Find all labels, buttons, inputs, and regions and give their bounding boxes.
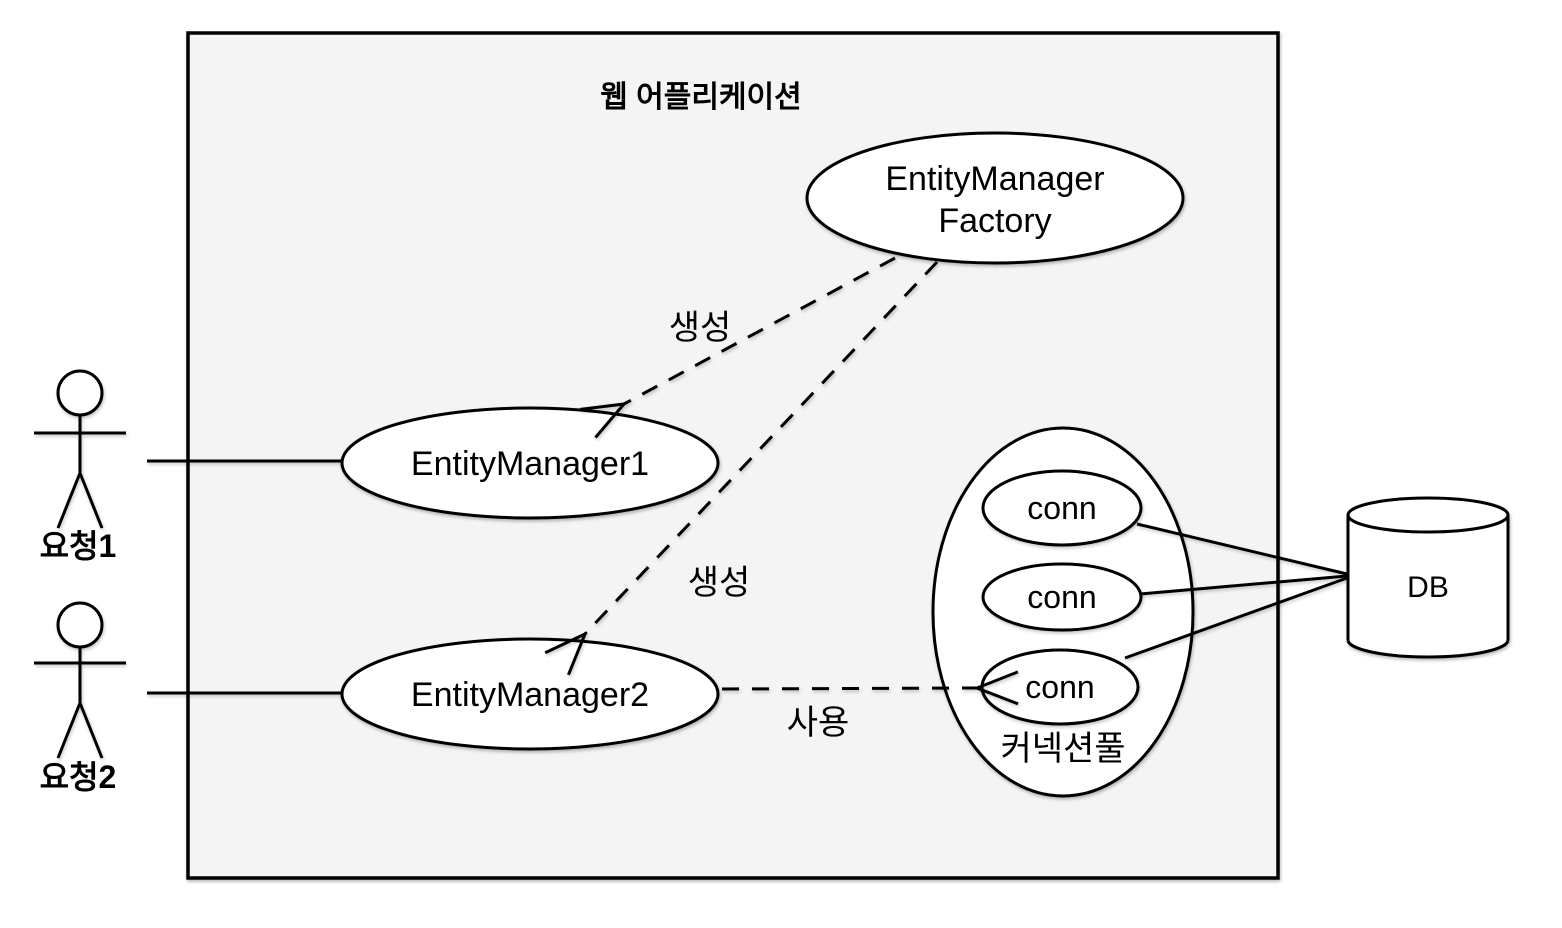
actor2-head <box>56 601 104 649</box>
node-entitymanager-factory <box>805 131 1185 265</box>
node-conn2 <box>981 562 1143 632</box>
actor-request1: 요청1 <box>34 369 126 564</box>
edge-create-em1-label: 생성 <box>669 309 732 347</box>
conn2-label: conn <box>1027 579 1096 615</box>
edge-use-label: 사용 <box>787 704 850 742</box>
actor1-head <box>56 369 104 417</box>
actor-request2: 요청2 <box>34 601 126 795</box>
edge-create-em1 <box>624 256 896 404</box>
db-cylinder-body <box>1346 496 1510 659</box>
node-db: DB <box>1346 496 1510 659</box>
actor1-body <box>34 415 126 529</box>
factory-label-line1: EntityManager <box>885 160 1104 198</box>
edge-conn1-db <box>1136 522 1348 576</box>
db-cylinder-rim <box>1346 514 1510 534</box>
conn1-label: conn <box>1027 490 1096 526</box>
edge-create-em2 <box>585 260 939 634</box>
actor1-label: 요청1 <box>40 528 117 564</box>
edge-conn3-db <box>1124 576 1348 660</box>
edge-use <box>721 688 977 689</box>
conn3-label: conn <box>1025 669 1094 705</box>
db-label: DB <box>1407 571 1449 604</box>
boundary-title: 웹 어플리케이션 <box>600 81 802 114</box>
actor2-body <box>34 647 126 759</box>
pool-label: 커넥션풀 <box>1000 730 1125 768</box>
em2-label: EntityManager2 <box>411 676 649 714</box>
edge-conn2-db <box>1139 574 1348 596</box>
factory-label-line2: Factory <box>938 202 1051 240</box>
em1-label: EntityManager1 <box>411 445 649 483</box>
node-entitymanager2 <box>340 637 720 751</box>
node-conn1 <box>981 469 1143 547</box>
edge-create-em2-label: 생성 <box>688 564 751 602</box>
actor2-label: 요청2 <box>40 759 117 795</box>
